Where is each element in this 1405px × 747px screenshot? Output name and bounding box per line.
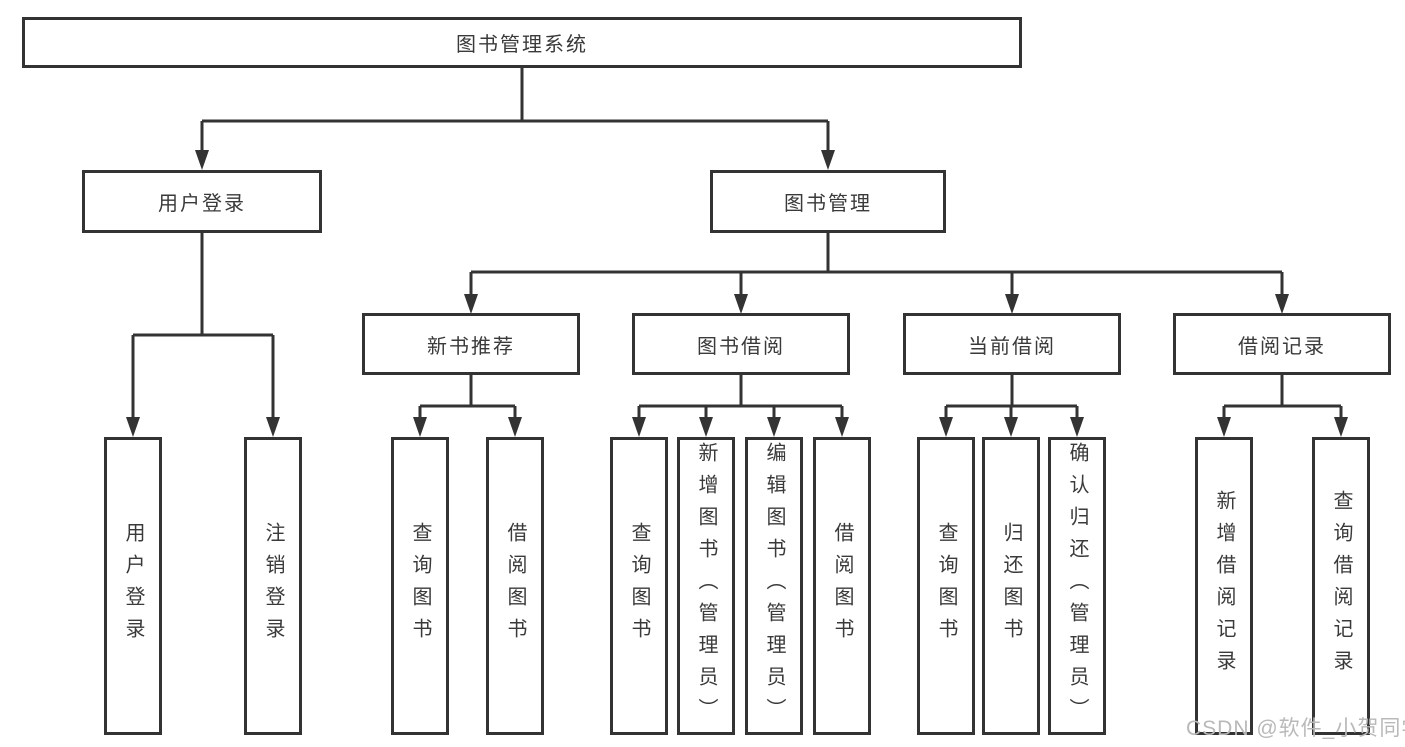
csdn-watermark: CSDN @软件_小贺同学 [1186, 717, 1405, 740]
arrow-down-icon [767, 417, 781, 437]
node-current-borrow: 当前借阅 [903, 313, 1121, 375]
leaf-add-books-admin: 新增图书（管理员） [677, 437, 735, 735]
node-current-borrow-label: 当前借阅 [968, 335, 1056, 358]
leaf-return-books: 归还图书 [982, 437, 1040, 735]
arrow-down-icon [126, 417, 140, 437]
node-book-borrow-label: 图书借阅 [697, 335, 785, 358]
leaf-query-borrow-record: 查询借阅记录 [1312, 437, 1370, 735]
arrow-down-icon [699, 417, 713, 437]
arrow-down-icon [195, 150, 209, 170]
node-new-book-recommend-label: 新书推荐 [427, 335, 515, 358]
arrow-down-icon [821, 150, 835, 170]
leaf-borrow-query-books-label: 查询图书 [628, 522, 650, 650]
connector-userlogin-to-leaves [131, 233, 275, 419]
node-root: 图书管理系统 [22, 17, 1022, 68]
arrow-down-icon [1275, 294, 1289, 314]
arrow-down-icon [1005, 294, 1019, 314]
node-borrow-records-label: 借阅记录 [1238, 335, 1326, 358]
leaf-user-login: 用户登录 [104, 437, 162, 735]
connector-bookmgmt-to-level3 [469, 233, 1284, 296]
leaf-add-books-admin-label: 新增图书（管理员） [695, 442, 717, 730]
arrowheads [126, 150, 1348, 437]
arrow-down-icon [1334, 417, 1348, 437]
arrow-down-icon [1004, 417, 1018, 437]
leaf-recommend-query-books: 查询图书 [391, 437, 449, 735]
leaf-current-query-books: 查询图书 [917, 437, 975, 735]
arrow-down-icon [464, 294, 478, 314]
node-user-login-label: 用户登录 [158, 193, 246, 215]
leaf-borrow-books-label: 借阅图书 [831, 522, 853, 650]
leaf-current-query-books-label: 查询图书 [935, 522, 957, 650]
connector-root-to-level2 [200, 68, 830, 152]
leaf-add-borrow-record-label: 新增借阅记录 [1213, 490, 1235, 682]
leaf-recommend-borrow-books: 借阅图书 [486, 437, 544, 735]
leaf-recommend-borrow-books-label: 借阅图书 [504, 522, 526, 650]
node-user-login: 用户登录 [82, 170, 322, 233]
leaf-query-borrow-record-label: 查询借阅记录 [1330, 490, 1352, 682]
leaf-logout-label: 注销登录 [262, 522, 284, 650]
arrow-down-icon [939, 417, 953, 437]
arrow-down-icon [835, 417, 849, 437]
leaf-borrow-query-books: 查询图书 [610, 437, 668, 735]
leaf-edit-books-admin: 编辑图书（管理员） [745, 437, 803, 735]
node-new-book-recommend: 新书推荐 [362, 313, 580, 375]
leaf-edit-books-admin-label: 编辑图书（管理员） [763, 442, 785, 730]
leaf-add-borrow-record: 新增借阅记录 [1195, 437, 1253, 735]
arrow-down-icon [734, 294, 748, 314]
arrow-down-icon [632, 417, 646, 437]
leaf-confirm-return-admin: 确认归还（管理员） [1048, 437, 1106, 735]
leaf-recommend-query-books-label: 查询图书 [409, 522, 431, 650]
leaf-borrow-books: 借阅图书 [813, 437, 871, 735]
node-book-borrow: 图书借阅 [632, 313, 850, 375]
arrow-down-icon [1217, 417, 1231, 437]
arrow-down-icon [413, 417, 427, 437]
arrow-down-icon [508, 417, 522, 437]
leaf-return-books-label: 归还图书 [1000, 522, 1022, 650]
node-book-management-label: 图书管理 [784, 193, 872, 215]
node-borrow-records: 借阅记录 [1173, 313, 1391, 375]
leaf-user-login-label: 用户登录 [122, 522, 144, 650]
node-book-management: 图书管理 [710, 170, 946, 233]
arrow-down-icon [1070, 417, 1084, 437]
node-root-label: 图书管理系统 [456, 34, 588, 56]
leaf-logout: 注销登录 [244, 437, 302, 735]
leaf-confirm-return-admin-label: 确认归还（管理员） [1066, 442, 1088, 730]
connector-level3-to-leaves [418, 375, 1343, 419]
arrow-down-icon [266, 417, 280, 437]
